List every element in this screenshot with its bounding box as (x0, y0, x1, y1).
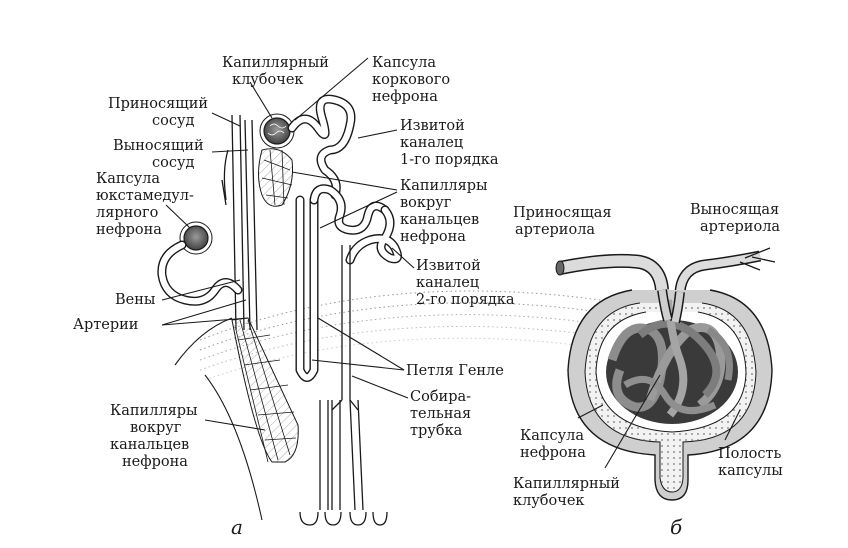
peritubular-capillary-net-bottom (231, 317, 299, 463)
cortical-convoluted-tubule-1 (287, 94, 356, 200)
label-loop-of-henle: Петля Генле (406, 363, 504, 379)
juxtamedullary-tubule (157, 240, 243, 306)
main-vessels (221, 114, 258, 331)
juxtamedullary-glomerulus (179, 221, 213, 255)
duct-endings (299, 511, 388, 526)
figure-b-letter: б (670, 515, 683, 539)
collecting-duct (319, 245, 364, 511)
leader-lines-a (161, 57, 415, 431)
figure-a-letter: а (231, 515, 243, 539)
label-veins: Вены (115, 292, 156, 308)
label-arteries: Артерии (73, 317, 138, 333)
convoluted-tubule-2 (345, 205, 403, 265)
leader-lines-b (577, 374, 741, 469)
section-edge (174, 317, 233, 366)
section-edge-lower (204, 374, 263, 521)
glomerulus-tuft (606, 289, 738, 424)
arterioles (555, 247, 776, 293)
peritubular-capillary-net-top (258, 148, 293, 207)
loop-of-henle-cortical (295, 184, 390, 382)
